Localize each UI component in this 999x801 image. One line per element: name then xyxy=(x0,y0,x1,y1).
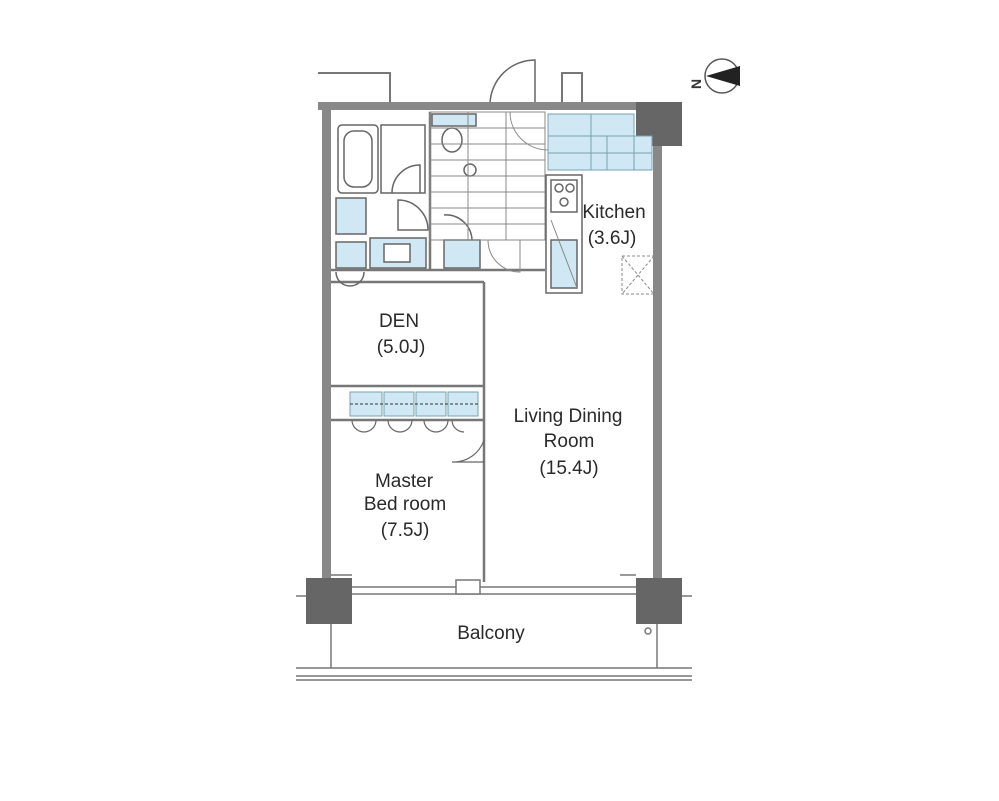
washroom-door xyxy=(397,199,429,231)
balcony xyxy=(296,595,692,681)
toilet-paper xyxy=(463,163,477,177)
kitchen-label: Kitchen xyxy=(582,202,645,223)
closet-doors xyxy=(351,419,485,463)
room-labels: Kitchen (3.6J) DEN (5.0J) Living Dining … xyxy=(364,202,646,644)
exterior-stubs xyxy=(318,72,583,106)
bottom-left-column xyxy=(306,578,352,624)
shower-area xyxy=(380,124,426,194)
bottom-right-column xyxy=(636,578,682,624)
balcony-windows xyxy=(331,574,636,595)
kitchen-size: (3.6J) xyxy=(588,228,637,249)
sink xyxy=(550,239,578,289)
refrigerator-space xyxy=(621,255,655,295)
compass: N xyxy=(688,58,740,94)
bathtub-inner xyxy=(343,130,373,188)
hall-door xyxy=(487,239,521,273)
bathroom xyxy=(335,124,429,287)
burner-1-icon xyxy=(554,183,564,193)
linen-door-left xyxy=(335,271,351,287)
bedroom-closet xyxy=(349,391,479,417)
den-label: DEN xyxy=(379,311,419,332)
entrance-floor-grid xyxy=(429,111,549,273)
compass-label: N xyxy=(688,79,704,89)
den-size: (5.0J) xyxy=(377,337,426,358)
bath-door xyxy=(391,164,421,194)
toilet-cabinet xyxy=(443,239,481,269)
right-wall xyxy=(653,145,662,585)
top-wall xyxy=(318,102,638,110)
shoe-storage xyxy=(547,113,653,171)
master-label-line2: Bed room xyxy=(364,494,446,515)
compass-needle-icon xyxy=(706,66,740,86)
burner-2-icon xyxy=(565,183,575,193)
interior-walls xyxy=(331,112,545,582)
bedroom-door xyxy=(451,439,485,463)
washbasin xyxy=(383,243,411,263)
master-label-line1: Master xyxy=(375,471,434,492)
washer-space xyxy=(335,197,367,235)
toilet-tank xyxy=(431,113,477,127)
living-label-line2: Room xyxy=(544,431,595,452)
toilet-bowl xyxy=(441,127,463,153)
inner-hall-door xyxy=(509,111,549,151)
master-size: (7.5J) xyxy=(381,520,430,541)
balcony-drain-icon xyxy=(644,627,652,635)
balcony-label: Balcony xyxy=(457,623,525,644)
left-wall xyxy=(322,108,331,598)
living-size: (15.4J) xyxy=(539,458,598,479)
linen-shelf xyxy=(335,241,367,269)
entrance-door xyxy=(489,59,536,105)
linen-door-right xyxy=(349,271,365,287)
living-label-line1: Living Dining xyxy=(514,406,623,427)
toilet-door xyxy=(443,214,473,241)
kitchen-counter xyxy=(545,174,583,294)
outer-walls xyxy=(306,102,682,624)
toilet xyxy=(431,113,481,269)
burner-3-icon xyxy=(559,197,569,207)
